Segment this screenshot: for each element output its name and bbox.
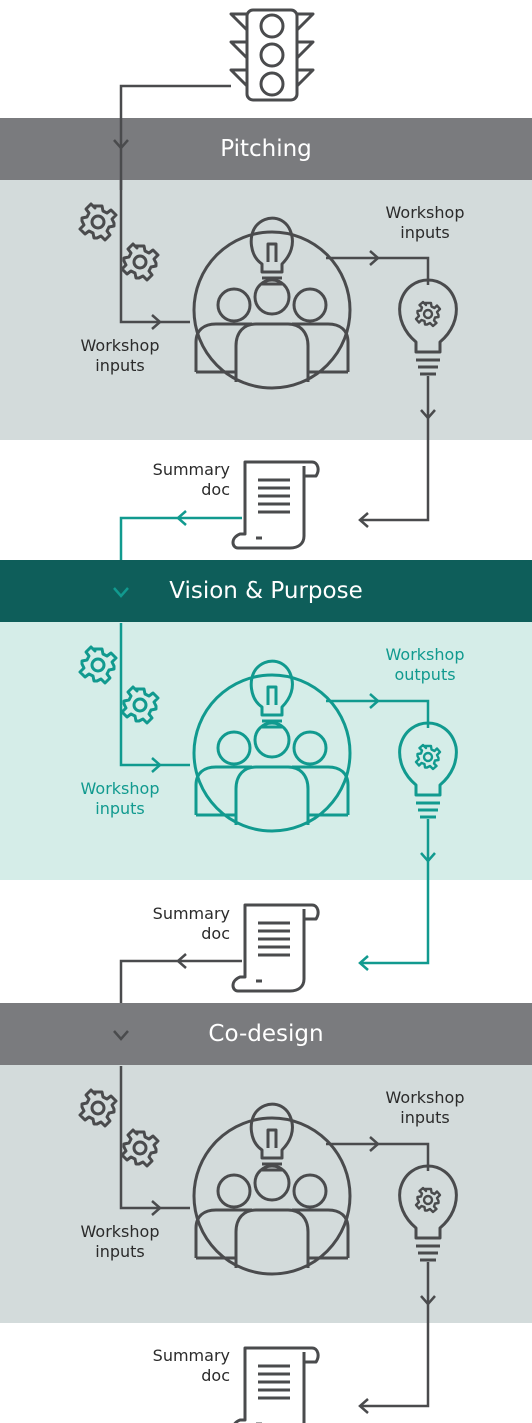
scroll-document-icon — [233, 1346, 320, 1423]
lightbulb-gear-icon — [398, 721, 458, 819]
stage-title-pitching: Pitching — [220, 136, 312, 162]
stage-2-graphics — [78, 1066, 458, 1423]
pitching-panel — [0, 180, 532, 440]
stage-0-graphics — [78, 180, 458, 598]
start-connector — [113, 84, 231, 190]
team-idea-icon — [192, 1102, 352, 1276]
codesign-banner — [0, 1003, 532, 1065]
codesign-panel — [0, 1065, 532, 1323]
stage-title-codesign: Co-design — [208, 1021, 324, 1047]
lightbulb-gear-icon — [398, 278, 458, 376]
team-idea-icon — [192, 659, 352, 833]
vision-panel — [0, 622, 532, 880]
stage-1-graphics — [78, 623, 458, 1041]
team-idea-icon — [192, 216, 352, 390]
pitching-banner — [0, 118, 532, 180]
traffic-light-icon — [229, 8, 315, 102]
lightbulb-gear-icon — [398, 1164, 458, 1262]
scroll-document-icon — [231, 460, 320, 550]
stage-title-vision: Vision & Purpose — [169, 578, 363, 604]
vision-banner — [0, 560, 532, 622]
scroll-document-icon — [231, 903, 320, 993]
